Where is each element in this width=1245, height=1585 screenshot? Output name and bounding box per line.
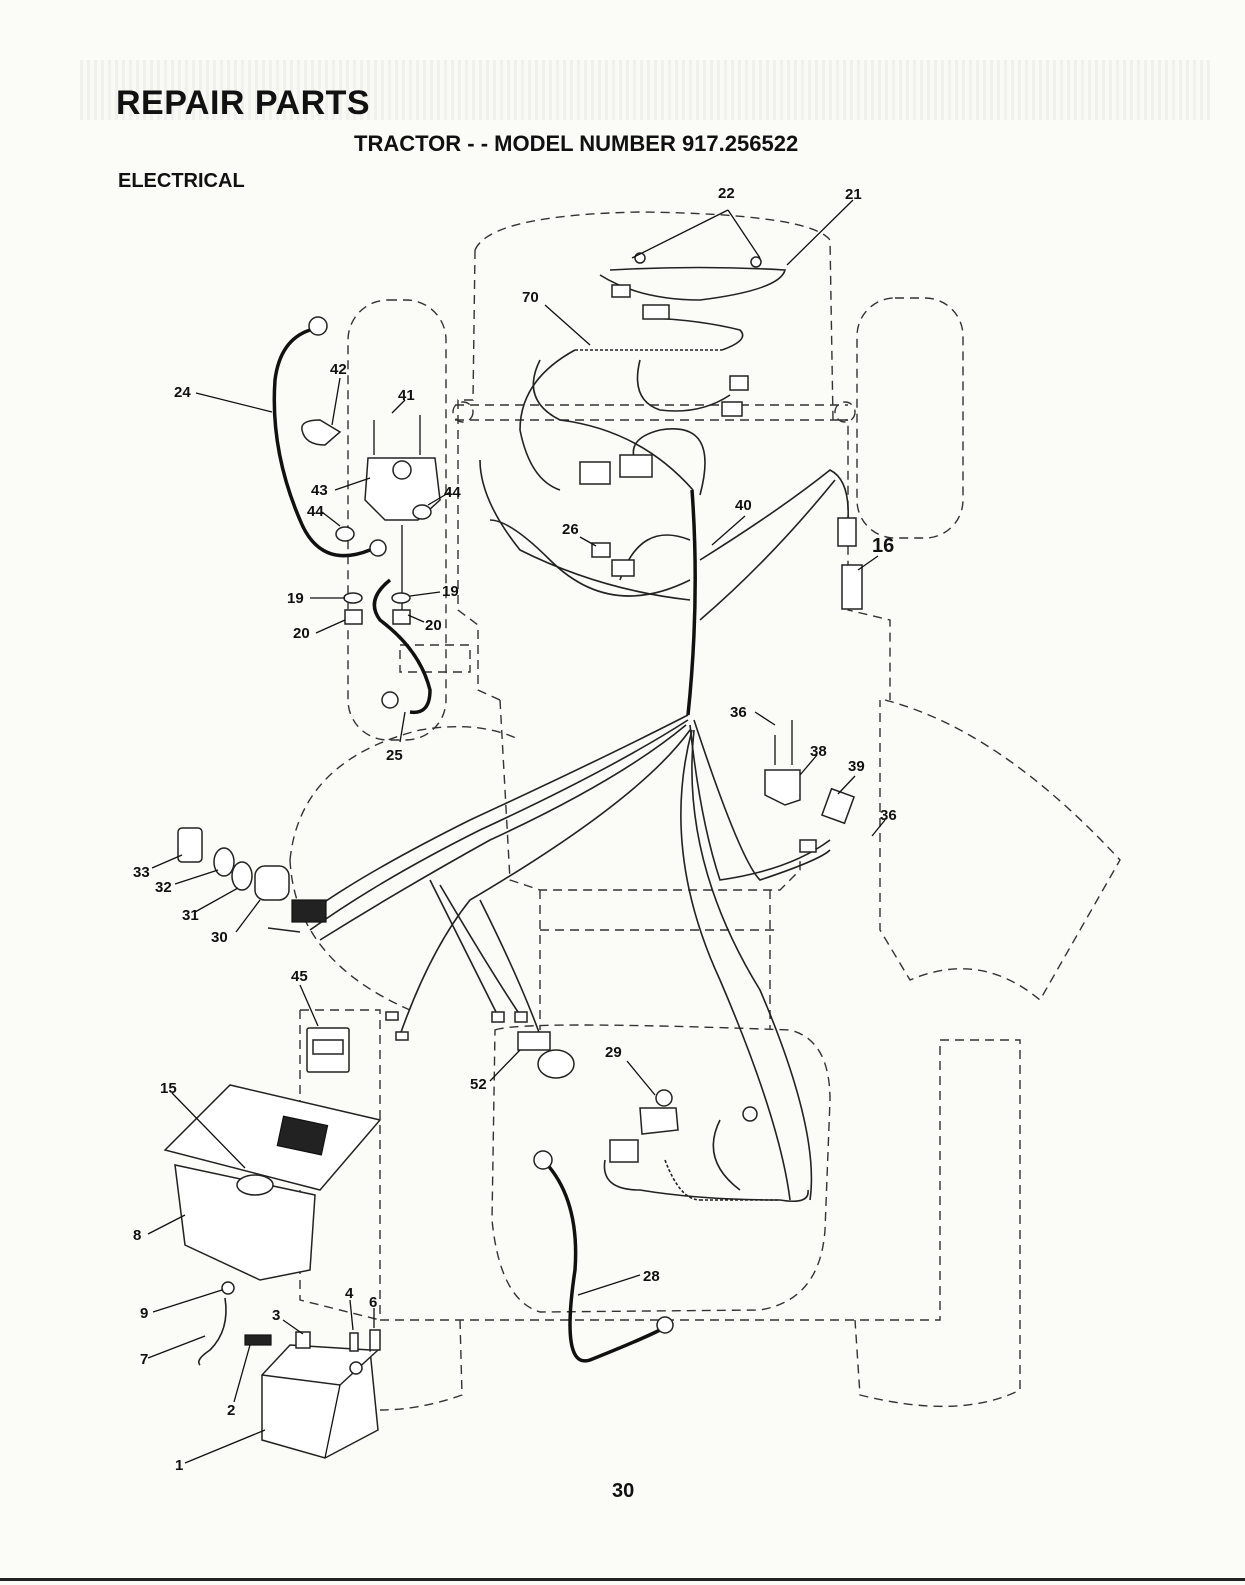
ignition-switch — [178, 828, 326, 932]
callout-7: 7 — [140, 1351, 148, 1368]
callout-8: 8 — [133, 1227, 141, 1244]
callout-41: 41 — [398, 387, 415, 404]
callout-29: 29 — [605, 1044, 622, 1061]
callout-3: 3 — [272, 1307, 280, 1324]
callout-9: 9 — [140, 1305, 148, 1322]
callout-36-right: 36 — [880, 807, 897, 824]
relay-26 — [592, 543, 634, 576]
callout-39: 39 — [848, 758, 865, 775]
callout-31: 31 — [182, 907, 199, 924]
callout-44-right: 44 — [444, 484, 461, 501]
connector-16 — [838, 518, 862, 609]
callout-22: 22 — [718, 185, 735, 202]
callout-36-top: 36 — [730, 704, 747, 721]
callout-15: 15 — [160, 1080, 177, 1097]
callout-33: 33 — [133, 864, 150, 881]
callout-6: 6 — [369, 1294, 377, 1311]
clutch-29 — [604, 1090, 808, 1201]
callout-19-left: 19 — [287, 590, 304, 607]
callout-4: 4 — [345, 1285, 354, 1302]
callout-16: 16 — [872, 535, 894, 557]
callout-28: 28 — [643, 1268, 660, 1285]
page-number: 30 — [612, 1480, 634, 1503]
callout-38: 38 — [810, 743, 827, 760]
lamp-52 — [386, 1012, 574, 1078]
callout-32: 32 — [155, 879, 172, 896]
callout-42: 42 — [330, 361, 347, 378]
callout-43: 43 — [311, 482, 328, 499]
harness-70 — [520, 253, 785, 490]
callout-19-right: 19 — [442, 583, 459, 600]
callout-52: 52 — [470, 1076, 487, 1093]
callout-20-right: 20 — [425, 617, 442, 634]
hour-meter-45 — [307, 1028, 349, 1072]
callout-21: 21 — [845, 186, 862, 203]
bottom-rule — [0, 1578, 1245, 1581]
cable-28 — [534, 1151, 673, 1361]
callout-labels: 1 2 3 4 6 7 8 9 15 16 19 19 20 20 21 22 … — [133, 185, 897, 1474]
callout-2: 2 — [227, 1402, 235, 1419]
callout-25: 25 — [386, 747, 403, 764]
callout-20-left: 20 — [293, 625, 310, 642]
callout-70: 70 — [522, 289, 539, 306]
switch-39 — [765, 720, 854, 852]
callout-44-left: 44 — [307, 503, 324, 520]
callout-26: 26 — [562, 521, 579, 538]
callout-30: 30 — [211, 929, 228, 946]
battery-box-8 — [165, 1085, 380, 1280]
battery-1 — [199, 1282, 380, 1458]
callout-24: 24 — [174, 384, 191, 401]
callout-40: 40 — [735, 497, 752, 514]
callout-1: 1 — [175, 1457, 183, 1474]
callout-45: 45 — [291, 968, 308, 985]
